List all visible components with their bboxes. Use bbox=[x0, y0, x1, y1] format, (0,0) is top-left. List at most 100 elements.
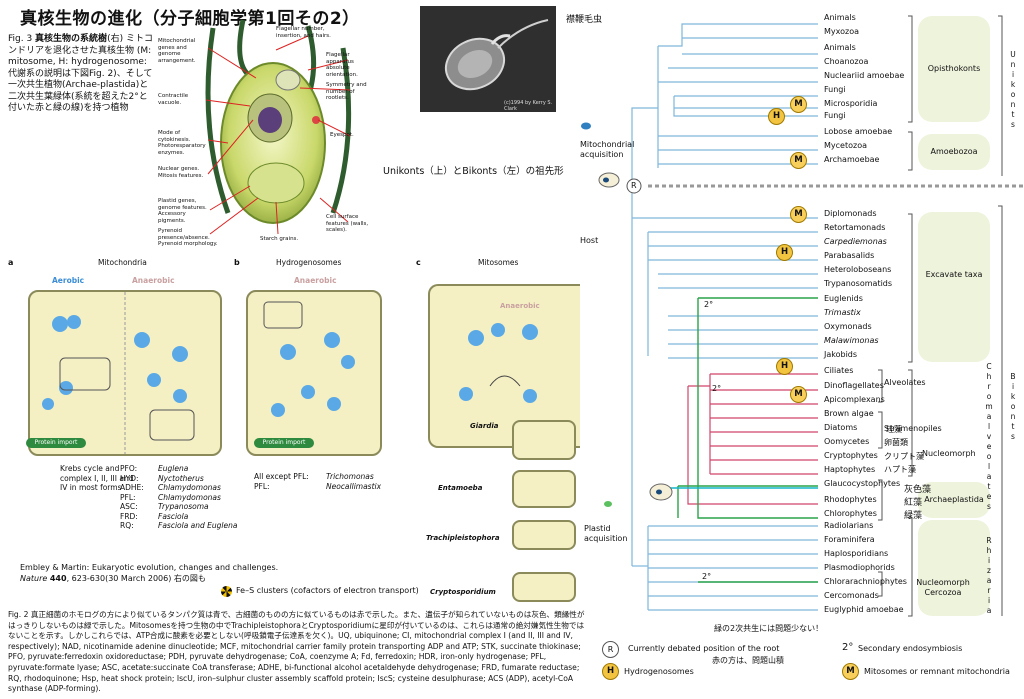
badge-fungi-h: H bbox=[768, 108, 785, 125]
leaf-fungi-1: Fungi bbox=[824, 85, 846, 94]
leaf-chlorarachniophytes: Chlorarachniophytes bbox=[824, 577, 907, 586]
leaf-plasmodiophorids: Plasmodiophorids bbox=[824, 563, 895, 572]
page-title: 真核生物の進化（分子細胞学第1回その2） bbox=[20, 9, 360, 29]
pair-5-val: Fasciola bbox=[158, 511, 189, 521]
leaf-apicomplexans: Apicomplexans bbox=[824, 395, 885, 404]
badge-diplomonads-m: M bbox=[790, 206, 807, 223]
leaf-carpediemonas: Carpediemonas bbox=[824, 237, 887, 246]
fig3-caption: Fig. 3 真核生物の系統樹(右) ミトコンドリアを退化させた真核生物 (M:… bbox=[8, 34, 153, 113]
leaf-dinoflagellates: Dinoflagellates bbox=[824, 381, 884, 390]
cell-label-left-1: Contractile vacuole. bbox=[158, 93, 189, 106]
protist-credit: (c)1994 by Kerry S. Clark bbox=[504, 100, 553, 112]
legend-mitosomes: Mitosomes or remnant mitochondria bbox=[864, 667, 1010, 676]
panel-b-title: Hydrogenosomes bbox=[276, 258, 342, 267]
leaf-brown-algae: Brown algae bbox=[824, 409, 874, 418]
leaf-fungi-2: Fungi bbox=[824, 111, 846, 120]
leaf-chlorophytes: Chlorophytes bbox=[824, 509, 877, 518]
leaf-diplomonads: Diplomonads bbox=[824, 209, 877, 218]
leaf-microsporidia: Microsporidia bbox=[824, 99, 878, 108]
panel-c-letter: c bbox=[416, 258, 421, 267]
protist-photo: (c)1994 by Kerry S. Clark bbox=[420, 6, 556, 112]
panel-a-protein-import: Protein import bbox=[26, 438, 86, 448]
pair-4-key: ASC: bbox=[120, 502, 138, 511]
pair-0-key: PFO: bbox=[120, 464, 138, 473]
legend-secondary-text: Secondary endosymbiosis bbox=[858, 644, 963, 653]
legend-h-note: 赤の方は、問題山積 bbox=[712, 656, 784, 665]
panel-b-letter: b bbox=[234, 258, 240, 267]
group-amoebozoa: Amoebozoa bbox=[930, 147, 978, 156]
source-citation: Embley & Martin: Eukaryotic evolution, c… bbox=[20, 563, 350, 584]
note-diatoms: 珪藻 bbox=[886, 425, 902, 434]
cell-label-right-1: Symmetry and number of rootlets. bbox=[326, 82, 367, 101]
cryptosporidium-mitosome bbox=[512, 572, 576, 602]
pair-2-val: Chlamydomonas bbox=[158, 483, 221, 492]
leaf-rhodophytes: Rhodophytes bbox=[824, 495, 877, 504]
source-rest: , 623-630(30 March 2006) 右の図も bbox=[66, 573, 206, 583]
archaeplastida-box bbox=[918, 482, 990, 518]
leaf-radiolarians: Radiolarians bbox=[824, 521, 874, 530]
cell-illustration: Mitochondrial genes and genome arrangeme… bbox=[158, 8, 376, 247]
leaf-retortamonads: Retortamonads bbox=[824, 223, 886, 232]
leaf-haplosporidians: Haplosporidians bbox=[824, 549, 889, 558]
leaf-lobose: Lobose amoebae bbox=[824, 127, 893, 136]
secondary-endosymbiosis-1: 2° bbox=[704, 300, 714, 309]
leaf-oomycetes: Oomycetes bbox=[824, 437, 870, 446]
cell-label-left-5: Pyrenoid presence/absence. Pyrenoid morp… bbox=[158, 228, 218, 247]
pair-1-key: HYD: bbox=[120, 473, 139, 483]
leaf-euglenids: Euglenids bbox=[824, 294, 863, 303]
metabolism-panels: a Mitochondria Aerobic Anaerobic Protein… bbox=[8, 258, 580, 550]
leaf-haptophytes: Haptophytes bbox=[824, 465, 876, 474]
pair-3-key: PFL: bbox=[120, 492, 136, 502]
leaf-choanozoa: Choanozoa bbox=[824, 57, 869, 66]
leaf-trimastix: Trimastix bbox=[824, 308, 861, 317]
leaf-diatoms: Diatoms bbox=[824, 423, 858, 432]
group-alveolates: Alveolates bbox=[884, 378, 926, 387]
leaf-cryptophytes: Cryptophytes bbox=[824, 451, 878, 460]
cell-label-right-3: Cell surface features (walls, scales). bbox=[326, 214, 369, 233]
panel-c-title: Mitosomes bbox=[478, 258, 519, 267]
pair-0-val: Euglena bbox=[158, 464, 189, 473]
secondary-endosymbiosis-3: 2° bbox=[702, 572, 712, 581]
group-archaeplastida: Archaeplastida bbox=[924, 495, 984, 504]
rhizaria-box bbox=[918, 520, 990, 616]
legend-m-badge: M bbox=[842, 663, 859, 680]
source-journal: Nature bbox=[20, 573, 48, 583]
group-opisthokonts: Opisthokonts bbox=[927, 64, 981, 73]
leaf-myxozoa: Myxozoa bbox=[824, 27, 860, 36]
leaf-mycetozoa: Mycetozoa bbox=[824, 141, 867, 150]
plastid-acquisition-label: Plastid acquisition bbox=[584, 524, 628, 543]
leaf-euglyphid: Euglyphid amoebae bbox=[824, 605, 904, 614]
leaf-glaucocystophytes: Glaucocystophytes bbox=[824, 479, 901, 488]
pair-3-val: Chlamydomonas bbox=[158, 492, 221, 502]
cell-label-right-2: Eyespot. bbox=[330, 132, 354, 138]
pair-6-key: RQ: bbox=[120, 521, 134, 530]
cell-label-left-2: Mode of cytokinesis. Photoresparatory en… bbox=[158, 130, 206, 156]
panel-a-aerobic: Aerobic bbox=[52, 276, 85, 285]
group-cercozoa: Cercozoa bbox=[924, 588, 962, 597]
panel-c-organism-2: Trachipleistophora bbox=[426, 534, 500, 542]
pair-2-key: ADHE: bbox=[120, 483, 144, 492]
note-chloro: 緑藻 bbox=[904, 511, 923, 521]
b-pair-1-val: Neocallimastix bbox=[326, 481, 382, 491]
note-glauco: 灰色藻 bbox=[904, 485, 932, 495]
mito-acquisition-label: Mitochondrial acquisition bbox=[580, 140, 635, 159]
badge-apicomplexans-m: M bbox=[790, 386, 807, 403]
cell-label-left-4: Plastid genes, genome features. Accessor… bbox=[158, 198, 207, 224]
leaf-malawimonas: Malawimonas bbox=[824, 336, 879, 345]
leaf-trypanosomatids: Trypanosomatids bbox=[824, 279, 893, 288]
phylogenetic-tree: Animals Myxozoa Animals Choanozoa Nuclea… bbox=[578, 6, 1024, 646]
panel-a-title: Mitochondria bbox=[98, 258, 147, 267]
bottom-note: 緑の2次共生には問題少ない！ bbox=[714, 624, 824, 633]
legend-hydrogenosomes: Hydrogenosomes bbox=[624, 667, 694, 676]
b-pair-1-key: PFL: bbox=[254, 481, 270, 491]
ancestor-caption: Unikonts（上）とBikonts（左）の祖先形 bbox=[383, 166, 564, 177]
giardia-mitosome bbox=[512, 420, 576, 460]
protist-label: 襟鞭毛虫 bbox=[566, 15, 603, 25]
panel-b-pairs: All except PFL:Trichomonas PFL:Neocallim… bbox=[254, 472, 381, 491]
pair-4-val: Trypanosoma bbox=[158, 502, 209, 511]
panel-b-anaerobic: Anaerobic bbox=[294, 276, 337, 285]
trachipleistophora-mitosome bbox=[512, 520, 576, 550]
